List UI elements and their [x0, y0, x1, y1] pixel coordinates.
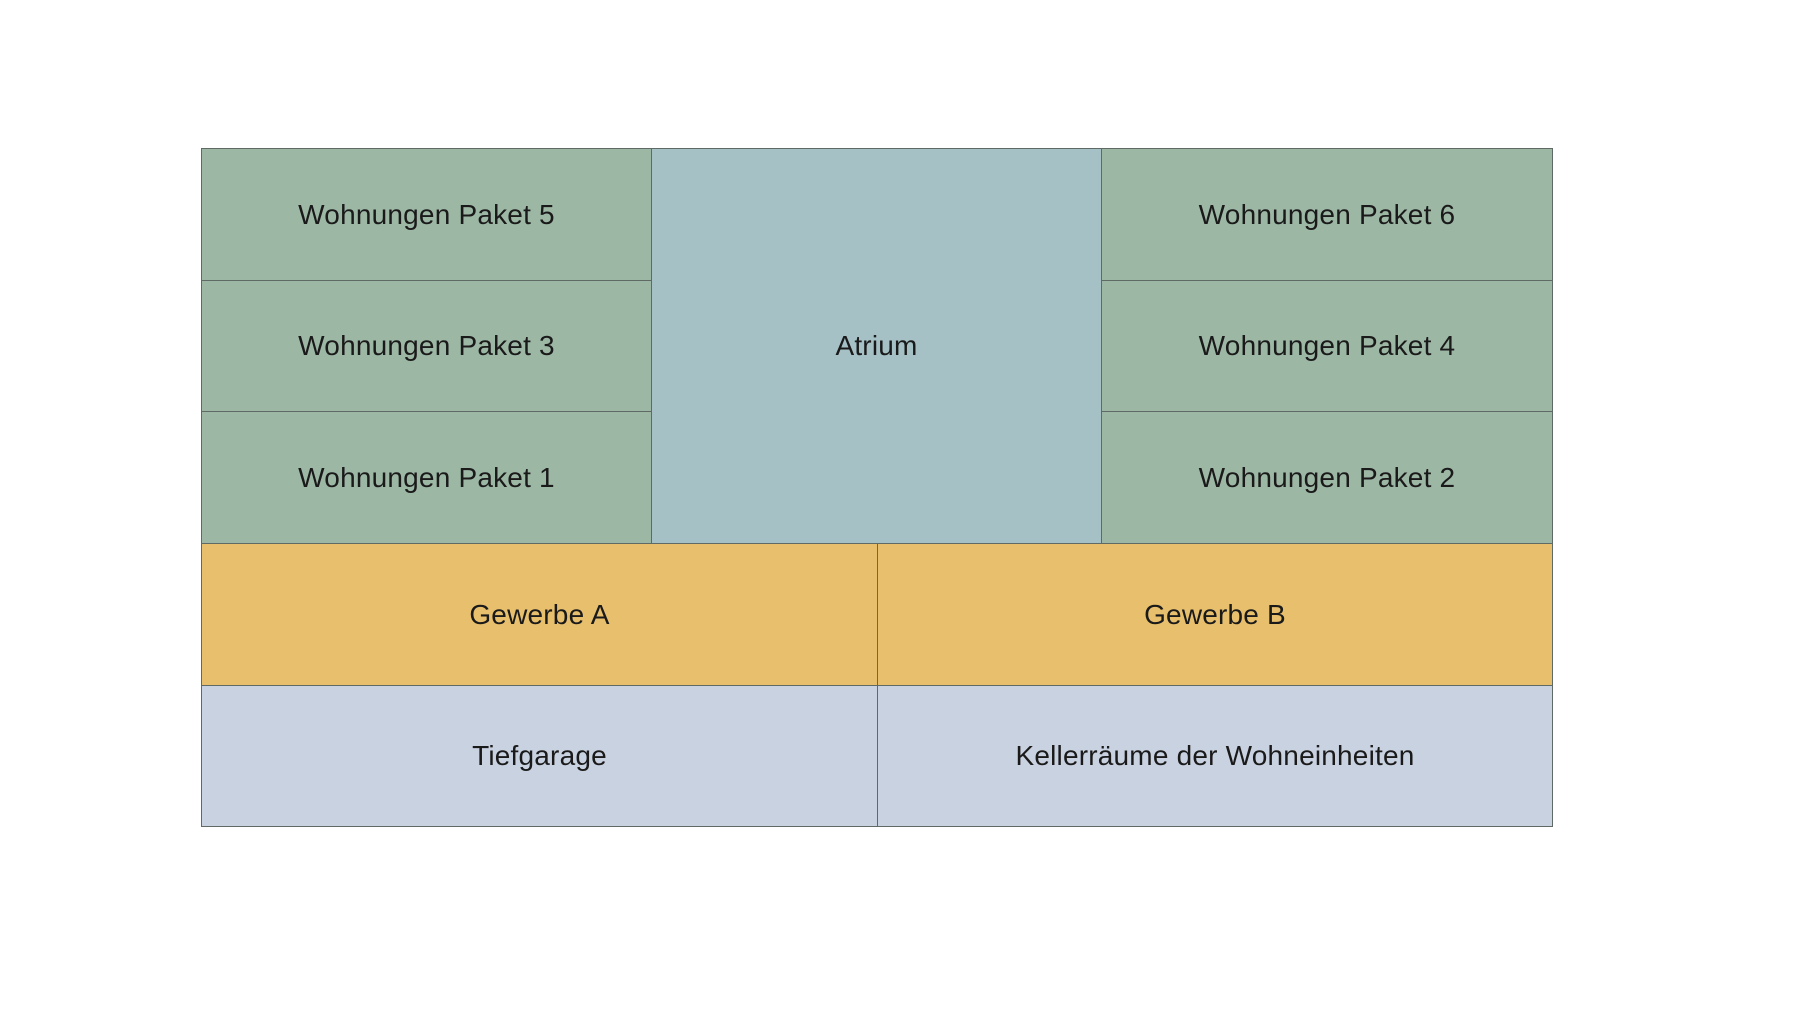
block-tiefgarage: Tiefgarage	[201, 685, 878, 827]
block-label: Wohnungen Paket 5	[298, 198, 555, 230]
block-wohnungen-paket-3: Wohnungen Paket 3	[201, 280, 652, 412]
block-label: Wohnungen Paket 2	[1198, 461, 1456, 493]
block-label: Wohnungen Paket 3	[298, 330, 555, 361]
block-label: Wohnungen Paket 4	[1198, 330, 1456, 361]
block-label: Atrium	[835, 330, 918, 361]
block-wohnungen-paket-4: Wohnungen Paket 4	[1101, 280, 1553, 412]
block-wohnungen-paket-6: Wohnungen Paket 6	[1101, 148, 1553, 281]
block-label: Kellerräume der Wohneinheiten	[1015, 740, 1415, 771]
building-stack-diagram: Wohnungen Paket 5 Wohnungen Paket 3 Wohn…	[201, 148, 1553, 827]
block-atrium: Atrium	[651, 148, 1102, 544]
block-gewerbe-b: Gewerbe B	[877, 543, 1553, 686]
block-label: Gewerbe A	[469, 598, 610, 630]
block-kellerraeume: Kellerräume der Wohneinheiten	[877, 685, 1553, 827]
block-gewerbe-a: Gewerbe A	[201, 543, 878, 686]
block-wohnungen-paket-5: Wohnungen Paket 5	[201, 148, 652, 281]
block-label: Wohnungen Paket 6	[1198, 198, 1456, 230]
block-label: Gewerbe B	[1144, 598, 1286, 630]
block-wohnungen-paket-2: Wohnungen Paket 2	[1101, 411, 1553, 544]
block-label: Wohnungen Paket 1	[298, 461, 555, 493]
block-label: Tiefgarage	[472, 740, 607, 771]
block-wohnungen-paket-1: Wohnungen Paket 1	[201, 411, 652, 544]
